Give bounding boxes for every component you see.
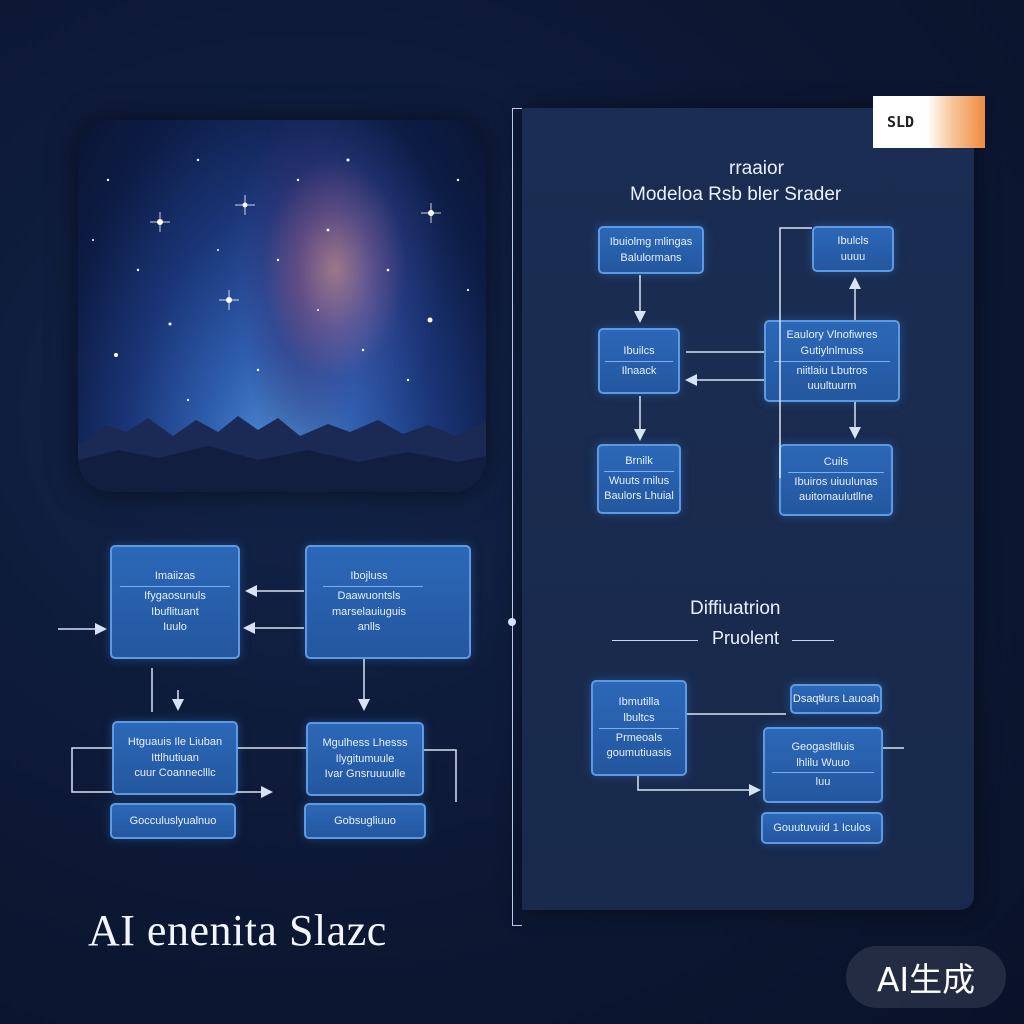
logo-badge: SLD	[873, 96, 985, 148]
node-label: Gocculuslyualnuo	[129, 814, 217, 827]
node-divider	[787, 471, 885, 473]
model-panel	[522, 108, 974, 910]
node-label: Imaiizas	[154, 570, 196, 583]
section-subtitle: Pruolent	[712, 628, 780, 648]
node-label: Ivar Gnsruuuulle	[324, 768, 406, 781]
node-label: Gutiylnlmuss	[800, 344, 864, 357]
node-label: Daawuontsls	[337, 589, 401, 602]
node-r5: Eaulory Vlnofiwres Gutiylnlmuss niitlaiu…	[764, 320, 900, 402]
section-rule-left	[612, 640, 698, 641]
node-r3: Brnilk Wuuts rnilus Baulors Lhuial	[597, 444, 681, 514]
node-label: Ibuflituant	[151, 605, 199, 618]
connector-line	[424, 749, 457, 802]
node-l2: Ibojluss Daawuontsls marselauiuguis anll…	[305, 545, 471, 659]
node-label: Eaulory Vlnofiwres	[786, 329, 878, 342]
node-label: Ittlhutiuan	[151, 751, 199, 764]
panel-subtitle: rraaior	[729, 158, 784, 179]
node-l6: Gobsugliuuo	[304, 803, 426, 839]
node-l4: Mgulhess Lhesss Ilygitumuule Ivar Gnsruu…	[306, 722, 424, 796]
node-divider	[119, 585, 231, 587]
logo-text: SLD	[887, 113, 915, 131]
node-label: lhlilu Wuuo	[796, 756, 850, 769]
node-label: Iuulo	[163, 621, 187, 634]
node-l5: Gocculuslyualnuo	[110, 803, 236, 839]
node-l3: Htguauis Ile Liuban Ittlhutiuan cuur Coa…	[112, 721, 238, 795]
node-divider	[323, 585, 423, 587]
node-label: Ibojluss	[350, 570, 388, 583]
node-label: luu	[815, 776, 831, 789]
panel-title: Modeloa Rsb bler Srader	[630, 184, 842, 205]
node-r6: Cuils Ibuiros uiuulunas auitomaulutllne	[779, 444, 893, 516]
node-label: Gobsugliuuo	[334, 814, 396, 827]
node-label: Mgulhess Lhesss	[322, 737, 408, 750]
section-title: Diffiuatrion	[690, 598, 781, 619]
node-r1: Ibuiolmg mlingas Balulormans	[598, 226, 704, 274]
node-divider	[771, 772, 875, 774]
node-label: anlls	[357, 621, 381, 634]
node-divider	[604, 360, 674, 362]
node-label: uuultuurm	[807, 380, 857, 393]
node-label: cuur Coanneclllc	[134, 767, 216, 780]
node-d1: Ibmutilla lbultcs Prmeoals goumutiuasis	[591, 680, 687, 776]
node-label: Gouutuvuid 1 Iculos	[773, 821, 871, 834]
node-label: marselauiuguis	[332, 605, 406, 618]
node-r2: Ibuilcs Ilnaack	[598, 328, 680, 394]
node-label: Ibuiolmg mlingas	[609, 235, 693, 248]
node-label: Ibmutilla	[618, 696, 660, 709]
node-label: Ibulcls	[837, 234, 869, 247]
node-label: Baulors Lhuial	[604, 490, 674, 503]
panel-bracket	[512, 108, 523, 926]
node-r4: Ibulcls uuuu	[812, 226, 894, 272]
main-title: AI enenita Slazc	[88, 906, 387, 955]
node-label: Balulormans	[620, 251, 682, 264]
node-label: Ifygaosunuls	[144, 589, 206, 602]
node-label: Ibuilcs	[623, 344, 655, 357]
galaxy-illustration	[78, 158, 486, 492]
node-label: lbultcs	[623, 711, 655, 724]
node-label: Htguauis Ile Liuban	[127, 736, 223, 749]
node-divider	[598, 727, 680, 729]
bracket-dot	[508, 618, 516, 626]
node-label: Ilnaack	[621, 364, 657, 377]
node-label: uuuu	[840, 250, 866, 263]
ai-generated-badge: AI生成	[846, 946, 1006, 1008]
node-d3: Geogasltlluis lhlilu Wuuo luu	[763, 727, 883, 803]
node-d2: Dsaqtlurs Lauoah	[790, 684, 882, 714]
node-label: Dsaqtlurs Lauoah	[792, 692, 880, 705]
node-label: Ibuiros uiuulunas	[794, 475, 878, 488]
node-label: Geogasltlluis	[791, 741, 855, 754]
node-d4: Gouutuvuid 1 Iculos	[761, 812, 883, 844]
node-divider	[603, 470, 675, 472]
galaxy-image	[78, 120, 486, 492]
connector-line	[71, 747, 112, 793]
node-label: goumutiuasis	[606, 747, 672, 760]
section-rule-right	[792, 640, 834, 641]
node-l1: Imaiizas Ifygaosunuls Ibuflituant Iuulo	[110, 545, 240, 659]
node-label: Prmeoals	[615, 731, 663, 744]
node-label: auitomaulutllne	[799, 491, 873, 504]
node-label: niitlaiu Lbutros	[796, 364, 868, 377]
node-label: Ilygitumuule	[335, 752, 395, 765]
node-label: Brnilk	[625, 455, 653, 468]
node-label: Wuuts rnilus	[608, 474, 670, 487]
node-divider	[773, 360, 891, 362]
node-label: Cuils	[823, 456, 849, 469]
